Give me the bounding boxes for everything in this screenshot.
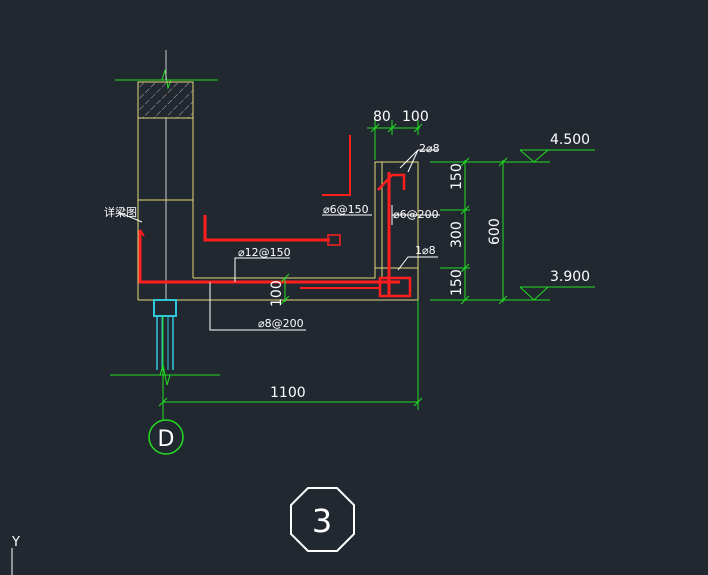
rebar-8-200: ⌀8@200	[258, 317, 304, 330]
elevation-bottom: 3.900	[550, 269, 590, 285]
dim-600: 600	[487, 218, 503, 245]
rebar-6-150: ⌀6@150	[323, 203, 369, 216]
dim-150-bottom: 150	[449, 269, 465, 296]
ucs-icon: Y	[11, 535, 20, 575]
dim-1100: 1100	[270, 385, 306, 401]
dim-80: 80	[373, 109, 391, 125]
labels: 80 100 2⌀8 ⌀6@150 ⌀6@200 1⌀8 ⌀12@150 ⌀8@…	[104, 109, 590, 401]
ucs-y-label: Y	[11, 535, 20, 550]
rebar-6-200: ⌀6@200	[393, 208, 439, 221]
ring-beam-note: 详梁图	[104, 205, 137, 219]
rebar-2-8: 2⌀8	[419, 142, 440, 155]
slab-outline	[138, 161, 419, 301]
rebar	[138, 135, 412, 298]
rebar-12-150: ⌀12@150	[238, 246, 291, 259]
dimensions	[158, 120, 595, 415]
dim-300: 300	[449, 221, 465, 248]
detail-number-tag: 3	[290, 487, 355, 552]
elevation-top: 4.500	[550, 132, 590, 148]
upper-wall	[115, 50, 218, 300]
leaders	[117, 149, 440, 331]
dim-100-mid: 100	[269, 280, 285, 307]
detail-number: 3	[312, 502, 332, 540]
axis-label: D	[158, 427, 175, 452]
dim-150-top: 150	[449, 163, 465, 190]
rebar-1-8: 1⌀8	[415, 244, 436, 257]
dim-100-top: 100	[402, 109, 429, 125]
lower-column	[110, 299, 220, 386]
axis-bubble-d: D	[148, 402, 184, 455]
